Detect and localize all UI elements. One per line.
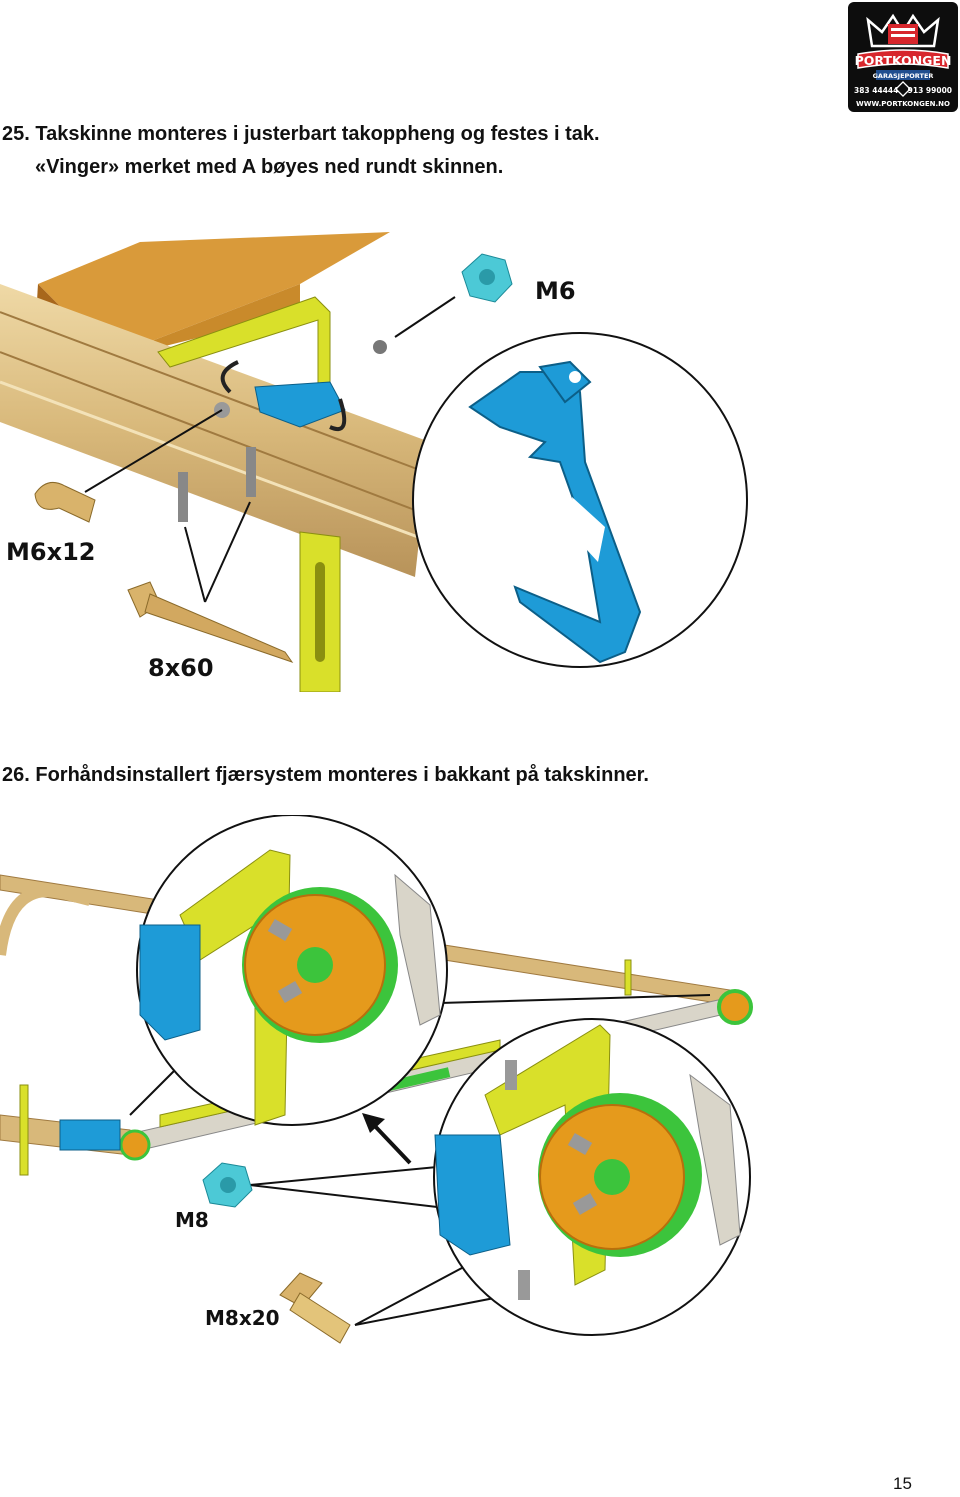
- arrow-icon: [362, 1113, 412, 1165]
- rail-clip: [254, 381, 346, 428]
- page-number: 15: [893, 1474, 912, 1493]
- portkongen-logo: PORTKONGEN GARASJEPORTER 383 44444 913 9…: [848, 2, 958, 112]
- step26-illustration: M8 M8x20: [0, 815, 753, 1344]
- logo-phone-right: 913 99000: [908, 86, 952, 95]
- step26-instruction-line1: 26. Forhåndsinstallert fjærsystem monter…: [2, 764, 649, 786]
- logo-website: WWW.PORTKONGEN.NO: [856, 100, 950, 108]
- m8-nut-label: M8: [175, 1208, 209, 1232]
- step25-instruction-line2: «Vinger» merket med A bøyes ned rundt sk…: [35, 156, 504, 178]
- m6-nut-label: M6: [535, 277, 576, 305]
- drum-right-icon: [717, 989, 753, 1025]
- spring-drum-detail-zoom-2: [433, 1018, 751, 1336]
- logo-brand-text: PORTKONGEN: [855, 53, 952, 68]
- bracket-detail-zoom: [412, 332, 748, 668]
- m8x20-bolt-label: M8x20: [205, 1306, 280, 1330]
- m6-flange-nut-icon: [461, 253, 513, 303]
- screw-8x60-icon: [127, 581, 294, 663]
- logo-phone-left: 383 44444: [854, 86, 898, 95]
- hanger-left: [19, 1084, 29, 1176]
- step25-instruction-line1: 25. Takskinne monteres i justerbart tako…: [2, 123, 600, 145]
- m8-flange-nut-icon: [202, 1162, 253, 1208]
- logo-tagline: GARASJEPORTER: [873, 72, 934, 80]
- hanger-bracket: [157, 296, 341, 692]
- hanger-right: [624, 959, 632, 996]
- rail-bracket-left: [59, 1119, 121, 1151]
- step25-illustration: M6 M6x12 8x60 A: [0, 232, 748, 692]
- bend-arrow-right-icon: [329, 398, 347, 431]
- ceiling-rail: [0, 284, 430, 577]
- drum-left-icon: [119, 1129, 151, 1161]
- spring-drum-detail-zoom-1: [136, 815, 448, 1126]
- bend-arrow-left-icon: [220, 360, 239, 394]
- m8x20-bolt-icon: [279, 1272, 351, 1344]
- m6x12-bolt-icon: [34, 481, 96, 523]
- screw-8x60-label: 8x60: [148, 654, 214, 682]
- m6x12-bolt-label: M6x12: [6, 538, 95, 566]
- crown-icon: [866, 13, 940, 48]
